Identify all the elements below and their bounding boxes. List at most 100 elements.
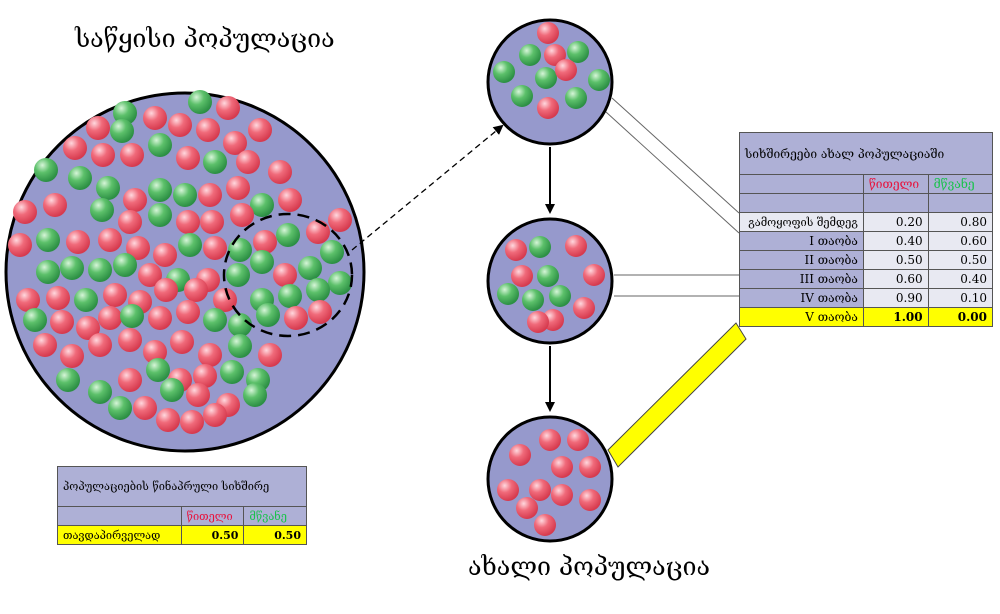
green-ball [511, 85, 533, 107]
table-row: გამოყოფის შემდეგ 0.20 0.80 [739, 212, 994, 232]
green-ball [36, 260, 60, 284]
red-ball [527, 311, 549, 333]
init-col-red: წითელი [180, 506, 245, 526]
red-ball [198, 343, 222, 367]
red-ball [226, 176, 250, 200]
green-ball [108, 396, 132, 420]
red-ball [223, 131, 247, 155]
red-freq: 1.00 [862, 307, 929, 327]
red-ball [123, 188, 147, 212]
row-label: III თაობა [739, 269, 864, 289]
red-freq: 0.40 [862, 231, 929, 251]
red-ball [551, 456, 573, 478]
red-ball [268, 160, 292, 184]
red-ball [186, 383, 210, 407]
red-ball [253, 230, 277, 254]
red-ball [328, 208, 352, 232]
red-ball [176, 300, 200, 324]
green-freq: 0.50 [927, 250, 994, 270]
red-ball [76, 316, 100, 340]
red-ball [126, 236, 150, 260]
red-ball [248, 118, 272, 142]
red-ball [196, 118, 220, 142]
red-ball [216, 96, 240, 120]
green-ball [493, 61, 515, 83]
red-ball [306, 220, 330, 244]
green-ball [68, 166, 92, 190]
red-ball [236, 150, 260, 174]
green-ball [120, 304, 144, 328]
green-ball [220, 360, 244, 384]
green-ball [60, 256, 84, 280]
red-ball [258, 343, 282, 367]
red-ball [103, 283, 127, 307]
green-freq: 0.80 [927, 212, 994, 232]
red-ball [170, 330, 194, 354]
row-label: V თაობა [739, 307, 864, 327]
initial-population-label: საწყისი პოპულაცია [75, 24, 335, 53]
red-ball [86, 116, 110, 140]
table-row: II თაობა 0.50 0.50 [739, 250, 994, 270]
red-ball [16, 288, 40, 312]
red-ball [98, 228, 122, 252]
green-ball [90, 198, 114, 222]
red-ball [203, 236, 227, 260]
green-ball [298, 256, 322, 280]
row-label: II თაობა [739, 250, 864, 270]
red-ball [120, 143, 144, 167]
green-ball [243, 383, 267, 407]
red-ball [168, 113, 192, 137]
green-ball [306, 278, 330, 302]
red-ball [118, 210, 142, 234]
red-ball [551, 484, 573, 506]
red-ball [198, 183, 222, 207]
red-ball [284, 306, 308, 330]
table-row-highlighted: V თაობა 1.00 0.00 [739, 307, 994, 327]
green-ball [522, 289, 544, 311]
red-ball [8, 233, 32, 257]
green-ball [188, 90, 212, 114]
green-ball [146, 358, 170, 382]
green-ball [160, 378, 184, 402]
red-ball [66, 230, 90, 254]
red-ball [46, 286, 70, 310]
green-ball [203, 150, 227, 174]
red-freq: 0.90 [862, 288, 929, 308]
red-ball [193, 364, 217, 388]
red-ball [203, 403, 227, 427]
green-ball [74, 288, 98, 312]
red-ball [505, 239, 527, 261]
red-ball [278, 188, 302, 212]
green-ball [228, 238, 252, 262]
green-ball [88, 380, 112, 404]
green-ball [173, 183, 197, 207]
red-ball [567, 429, 589, 451]
red-ball [579, 489, 601, 511]
green-ball [250, 193, 274, 217]
new-population-frequency-table: სიხშირეები ახალ პოპულაციაში წითელი მწვან… [739, 132, 994, 327]
green-ball [328, 271, 352, 295]
red-ball [497, 479, 519, 501]
red-ball [154, 278, 178, 302]
green-ball [278, 284, 302, 308]
red-ball [308, 300, 332, 324]
green-ball [320, 240, 344, 264]
red-ball [91, 143, 115, 167]
green-ball [113, 253, 137, 277]
red-ball [133, 396, 157, 420]
red-ball [118, 368, 142, 392]
red-ball [539, 429, 561, 451]
green-freq: 0.50 [243, 525, 307, 545]
red-ball [180, 410, 204, 434]
green-ball [228, 334, 252, 358]
freq-col-green: მწვანე [927, 174, 994, 194]
red-ball [118, 328, 142, 352]
green-ball [529, 236, 551, 258]
init-col-green: მწვანე [243, 506, 307, 526]
green-freq: 0.60 [927, 231, 994, 251]
sampling-arrow [351, 124, 504, 251]
row-label: IV თაობა [739, 288, 864, 308]
red-ball [43, 193, 67, 217]
green-ball [56, 368, 80, 392]
